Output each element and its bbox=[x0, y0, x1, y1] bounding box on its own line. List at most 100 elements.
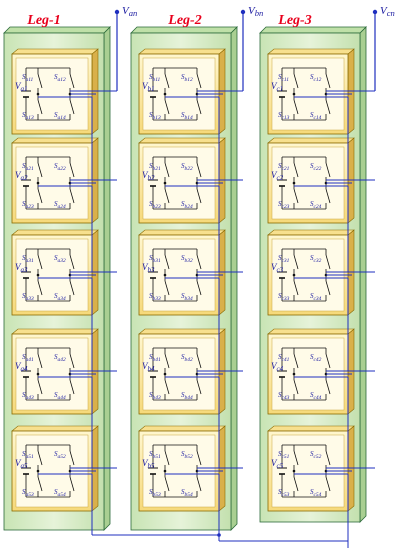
switch-label: Sb23 bbox=[149, 200, 161, 210]
switch-upper bbox=[37, 162, 43, 178]
switch-label: Sa23 bbox=[22, 200, 34, 210]
module-top bbox=[138, 137, 226, 144]
switch-label: Sc31 bbox=[278, 254, 290, 264]
switch-upper bbox=[293, 254, 299, 270]
switch-label: Sa51 bbox=[22, 450, 34, 460]
switch-lower bbox=[325, 476, 331, 492]
switch-label: Sb22 bbox=[181, 162, 193, 172]
switch-upper bbox=[69, 162, 75, 178]
switch-label: Sb32 bbox=[181, 254, 193, 264]
switch-label: Sc43 bbox=[278, 391, 290, 401]
switch-lower bbox=[69, 280, 75, 296]
switch-label: Sb51 bbox=[149, 450, 161, 460]
switch-label: Sc13 bbox=[278, 111, 290, 121]
switch-label: Sa31 bbox=[22, 254, 34, 264]
switch-upper bbox=[69, 353, 75, 369]
midpoint-node bbox=[36, 469, 40, 473]
dc-source-label: Vb1 bbox=[142, 81, 155, 93]
leg-title: Leg-1 bbox=[26, 13, 60, 28]
switch-lower bbox=[164, 379, 170, 395]
switch-upper bbox=[325, 162, 331, 178]
switch-upper bbox=[37, 73, 43, 89]
switch-label: Sa24 bbox=[54, 200, 66, 210]
dc-source-label: Vb2 bbox=[142, 170, 155, 182]
switch-lower bbox=[293, 188, 299, 204]
leg-title: Leg-2 bbox=[167, 13, 201, 28]
switch-label: Sa22 bbox=[54, 162, 66, 172]
output-voltage-label: Van bbox=[122, 5, 137, 18]
switch-label: Sb11 bbox=[149, 73, 161, 83]
module-top bbox=[11, 229, 99, 236]
switch-lower bbox=[325, 99, 331, 115]
switch-label: Sb33 bbox=[149, 292, 161, 302]
midpoint-node bbox=[36, 181, 40, 185]
switch-lower bbox=[69, 379, 75, 395]
switch-upper bbox=[69, 254, 75, 270]
switch-label: Sa42 bbox=[54, 353, 66, 363]
switch-upper bbox=[69, 450, 75, 466]
dc-source-label: Vc4 bbox=[271, 361, 284, 373]
switch-upper bbox=[164, 73, 170, 89]
switch-upper bbox=[293, 353, 299, 369]
switch-upper bbox=[37, 254, 43, 270]
switch-upper bbox=[196, 353, 202, 369]
midpoint-node bbox=[292, 469, 296, 473]
switch-lower bbox=[325, 188, 331, 204]
leg-panel-side bbox=[103, 26, 111, 531]
dc-source-label: Va5 bbox=[15, 458, 28, 470]
switch-lower bbox=[164, 99, 170, 115]
switch-label: Sc44 bbox=[310, 391, 322, 401]
switch-label: Sc12 bbox=[310, 73, 322, 83]
switch-lower bbox=[196, 476, 202, 492]
module-top bbox=[11, 328, 99, 335]
switch-label: Sc53 bbox=[278, 488, 290, 498]
switch-label: Sc23 bbox=[278, 200, 290, 210]
switch-label: Sb43 bbox=[149, 391, 161, 401]
switch-lower bbox=[325, 379, 331, 395]
midpoint-node bbox=[163, 372, 167, 376]
switch-label: Sb41 bbox=[149, 353, 161, 363]
switch-label: Sc32 bbox=[310, 254, 322, 264]
module-top bbox=[267, 425, 355, 432]
switch-label: Sc41 bbox=[278, 353, 290, 363]
switch-lower bbox=[37, 476, 43, 492]
module-top bbox=[138, 48, 226, 55]
midpoint-node bbox=[292, 181, 296, 185]
switch-label: Sc24 bbox=[310, 200, 322, 210]
module-top bbox=[11, 137, 99, 144]
switch-label: Sa11 bbox=[22, 73, 34, 83]
dc-source-label: Vc5 bbox=[271, 458, 284, 470]
switch-lower bbox=[37, 188, 43, 204]
switch-label: Sc42 bbox=[310, 353, 322, 363]
switch-upper bbox=[325, 450, 331, 466]
switch-label: Sa21 bbox=[22, 162, 34, 172]
leg-panel-side bbox=[230, 26, 238, 531]
switch-lower bbox=[37, 280, 43, 296]
switch-label: Sa32 bbox=[54, 254, 66, 264]
leg-panel-top bbox=[259, 26, 367, 34]
switch-lower bbox=[164, 280, 170, 296]
switch-lower bbox=[293, 476, 299, 492]
switch-lower bbox=[196, 99, 202, 115]
switch-label: Sa54 bbox=[54, 488, 66, 498]
module-top bbox=[11, 48, 99, 55]
switch-lower bbox=[69, 476, 75, 492]
output-voltage-label: Vbn bbox=[248, 5, 263, 18]
switch-upper bbox=[164, 353, 170, 369]
switch-label: Sb21 bbox=[149, 162, 161, 172]
switch-label: Sb54 bbox=[181, 488, 193, 498]
switch-upper bbox=[164, 450, 170, 466]
switch-lower bbox=[69, 188, 75, 204]
